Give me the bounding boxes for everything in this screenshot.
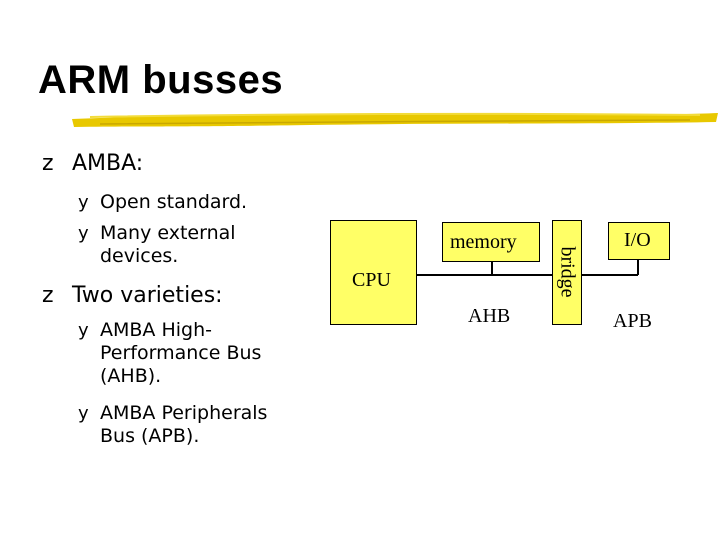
- slide-title: ARM busses: [38, 58, 284, 102]
- subbullet-marker-icon: y: [78, 192, 89, 213]
- memory-box: [442, 222, 540, 262]
- subbullet-ahb: y AMBA High- Performance Bus (AHB).: [78, 319, 261, 388]
- subbullet-text: AMBA High-: [100, 319, 212, 341]
- io-connector-line: [637, 260, 639, 275]
- subbullet-many-external: y Many external devices.: [78, 222, 236, 268]
- ahb-label: AHB: [468, 305, 511, 327]
- subbullet-marker-icon: y: [78, 320, 89, 341]
- bullet-two-varieties: z Two varieties:: [42, 284, 223, 308]
- subbullet-text: Open standard.: [100, 191, 248, 213]
- subbullet-text-continued: Bus (APB).: [100, 425, 200, 447]
- bridge-box: [552, 220, 582, 325]
- memory-label: memory: [450, 231, 517, 253]
- subbullet-text: AMBA Peripherals: [100, 402, 268, 424]
- io-label: I/O: [624, 229, 651, 251]
- ahb-bus-line: [417, 274, 552, 276]
- subbullet-open-standard: y Open standard.: [78, 191, 247, 214]
- cpu-label: CPU: [352, 269, 391, 291]
- subbullet-text: Many external: [100, 222, 236, 244]
- bullet-marker-icon: z: [42, 151, 54, 176]
- subbullet-marker-icon: y: [78, 223, 89, 244]
- apb-bus-line: [582, 274, 638, 276]
- subbullet-apb: y AMBA Peripherals Bus (APB).: [78, 402, 267, 448]
- subbullet-text-continued: (AHB).: [100, 365, 162, 387]
- apb-label: APB: [613, 310, 652, 332]
- subbullet-text-continued: devices.: [100, 245, 179, 267]
- bullet-text: AMBA:: [72, 151, 144, 176]
- memory-connector-line: [491, 262, 493, 274]
- bridge-label: bridge: [556, 246, 579, 298]
- bullet-text: Two varieties:: [72, 283, 223, 308]
- bullet-marker-icon: z: [42, 283, 54, 308]
- subbullet-marker-icon: y: [78, 403, 89, 424]
- io-box: [608, 222, 670, 260]
- cpu-box: [330, 220, 417, 325]
- bullet-amba: z AMBA:: [42, 152, 143, 176]
- title-underline-brush: [72, 112, 718, 127]
- subbullet-text-continued: Performance Bus: [100, 342, 262, 364]
